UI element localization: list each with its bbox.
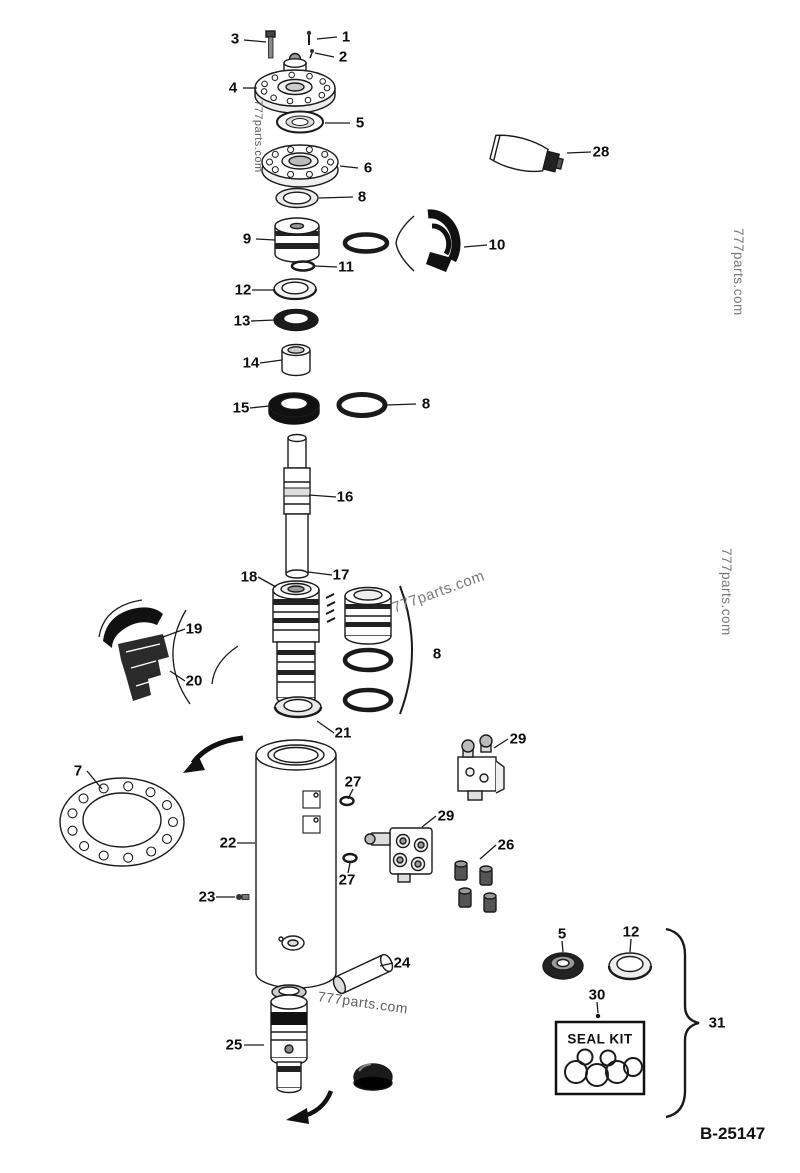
callout-part-23: 23 [198,888,216,906]
callout-part-24: 24 [393,954,411,972]
watermark-right-middle: 777parts.com [719,548,734,636]
callout-part-30: 30 [588,986,606,1004]
part-19-clamp-half [98,599,163,648]
part-24-pin [332,953,394,995]
callout-part-6: 6 [363,159,373,177]
part-20-clamp-half [118,634,169,701]
part-27-oring-bottom [342,852,358,864]
callout-part-17: 17 [332,566,350,584]
callout-part-12: 12 [234,281,252,299]
callout-part-27a: 27 [344,773,362,791]
seal-kit-box [554,1013,646,1096]
part-26-plugs [454,860,497,913]
part-14-bushing [281,343,311,377]
part-18-gland-stack [272,580,336,706]
callout-part-29b: 29 [437,807,455,825]
part-4-swivel-cap [254,52,336,114]
kit-seal-12 [607,952,653,981]
callout-part-26: 26 [497,836,515,854]
rotation-arrow-bottom [286,1090,334,1124]
part-25-piston [270,984,308,1094]
part-6-flange [261,144,339,188]
callout-part-28: 28 [592,143,610,161]
callout-part-2: 2 [338,48,348,66]
callout-part-21: 21 [334,724,352,742]
callout-part-4: 4 [228,79,238,97]
oring-mid [342,232,390,254]
callout-part-1: 1 [341,28,351,46]
part-23-bolt [236,894,250,900]
group-31-bracket [665,927,700,1119]
leader-lines [86,36,632,1046]
callout-part-25: 25 [225,1036,243,1054]
callout-part-22: 22 [219,834,237,852]
part-13-ring [273,308,319,332]
watermark-top: 777parts.com [252,100,264,173]
watermark-right-upper: 777parts.com [731,228,746,316]
part-15-gland [268,392,320,425]
callout-part-18: 18 [240,568,258,586]
clamp-curve [172,609,191,705]
callout-part-29a: 29 [509,730,527,748]
callout-part-10: 10 [488,236,506,254]
part-29-valve-bottom [364,827,433,883]
end-cap [353,1063,393,1091]
part-3-bolt [265,30,276,59]
part-12-ring [272,278,318,301]
callout-part-8b: 8 [421,395,431,413]
group-8-bracket [399,585,413,715]
clamp-curve-2 [211,645,239,685]
callout-part-19: 19 [185,620,203,638]
callout-kit-12: 12 [622,923,640,941]
part-27-oring-top [339,795,355,807]
callout-part-13: 13 [233,312,251,330]
part-7-flange [59,777,185,867]
drawing-number: B-25147 [700,1124,766,1143]
seal-kit-label: SEAL KIT [567,1031,633,1047]
callout-part-3: 3 [230,30,240,48]
callout-kit-5: 5 [557,925,567,943]
callout-part-27b: 27 [338,871,356,889]
part-29-valve-top [457,734,505,801]
callout-part-14: 14 [242,354,260,372]
part-21-ring [273,696,323,719]
callout-part-5: 5 [355,114,365,132]
callout-part-8c: 8 [432,645,442,663]
part-16-rod [283,433,311,579]
callout-part-16: 16 [336,488,354,506]
part-5-seal [276,110,324,134]
part-10-clip [426,209,461,272]
part-8-ring-top [275,187,319,209]
callout-part-7: 7 [73,762,83,780]
callout-part-9: 9 [242,230,252,248]
part-8-oring-mid [336,392,388,418]
rotation-arrow-top [183,735,244,773]
callout-part-8a: 8 [357,188,367,206]
callout-part-11: 11 [338,258,354,276]
part-28-sealant-tube [489,134,564,173]
callout-part-20: 20 [185,672,203,690]
callout-part-31: 31 [708,1014,726,1032]
angle-bracket [395,215,415,272]
part-1-screw [306,30,312,45]
kit-seal-5 [542,952,584,980]
part-11-oring [290,260,316,272]
part-8-seal-stack [342,586,394,713]
part-2-fitting [309,49,314,59]
callout-part-15: 15 [232,399,250,417]
part-9-piston [274,217,320,263]
part-22-cylinder-tube [255,739,337,989]
